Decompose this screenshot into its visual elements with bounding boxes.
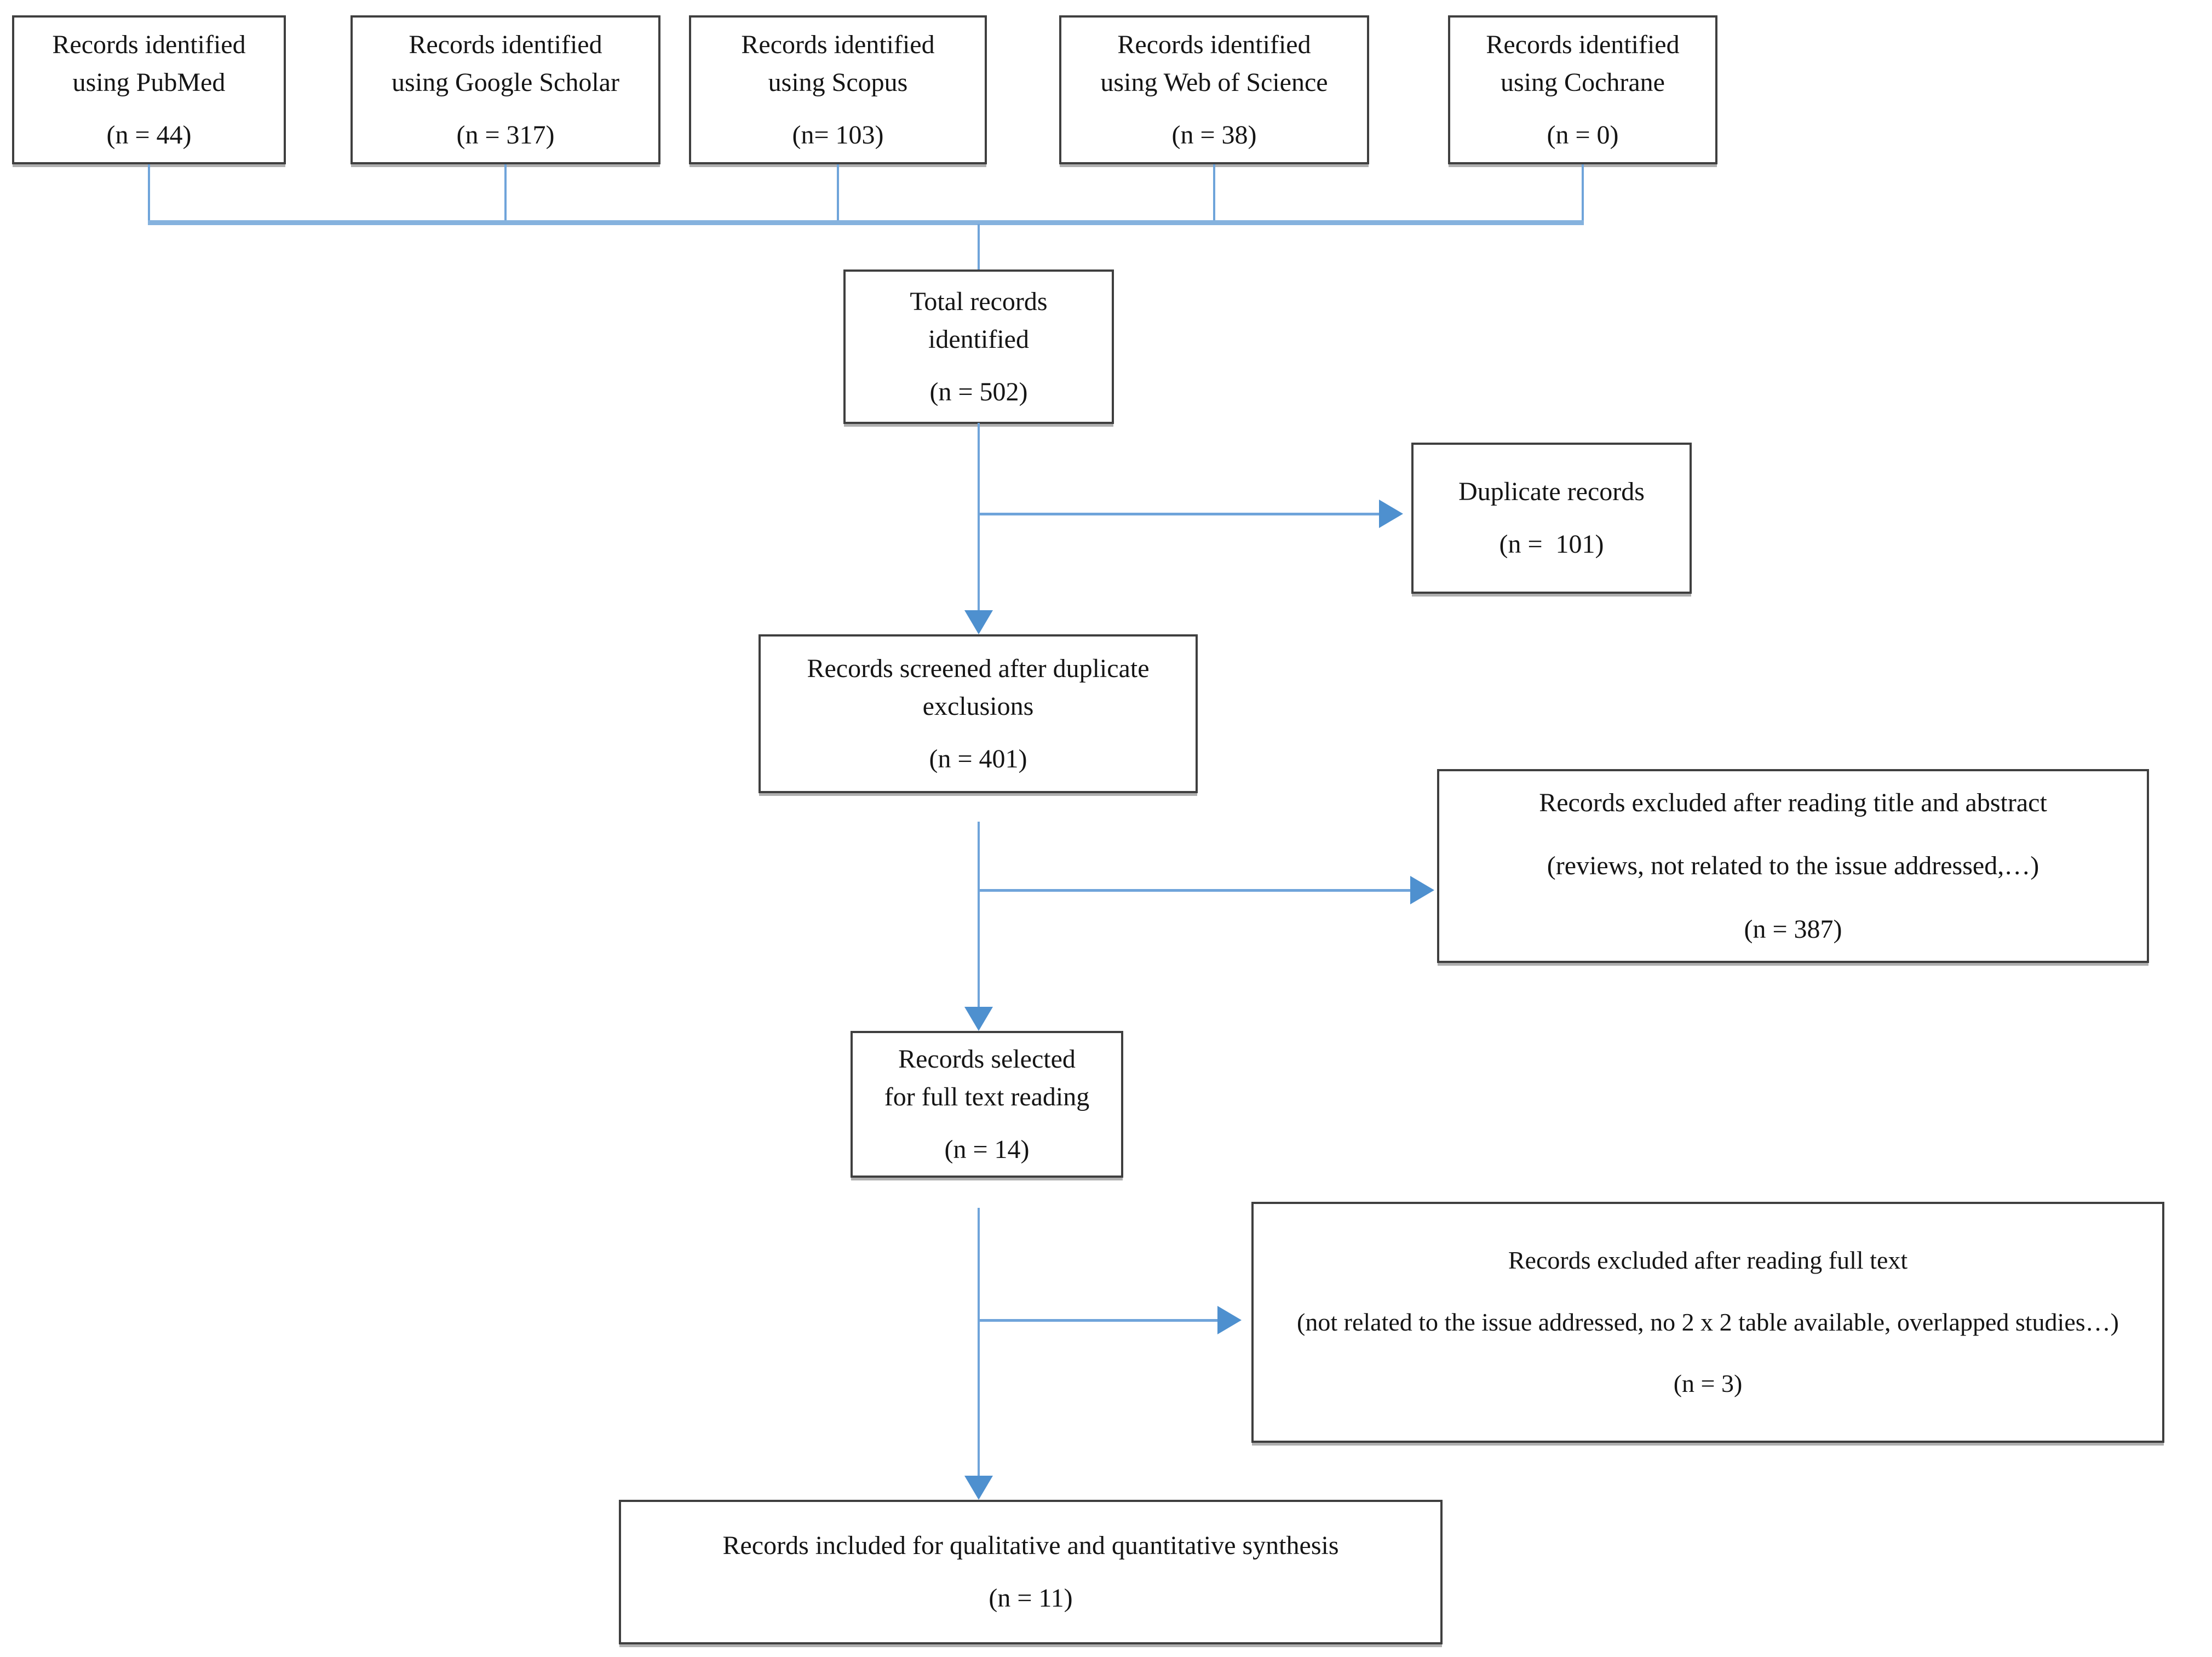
connector-screened-to-selected <box>978 822 980 1008</box>
node-records-cochrane: Records identified using Cochrane (n = 0… <box>1448 15 1717 164</box>
node-excluded-full-text: Records excluded after reading full text… <box>1251 1202 2164 1443</box>
connector-selected-to-included <box>978 1208 980 1477</box>
node-label: identified <box>928 325 1029 354</box>
node-label: Records selected <box>898 1044 1076 1074</box>
node-count: (n = 387) <box>1744 914 1842 944</box>
connector-branch-excluded-title <box>979 889 1411 892</box>
node-label: for full text reading <box>884 1082 1090 1112</box>
node-label: Records identified <box>52 30 246 59</box>
node-label: Records identified <box>741 30 935 59</box>
node-records-selected: Records selected for full text reading (… <box>851 1031 1123 1178</box>
arrowhead-into-excluded-full-text <box>1217 1306 1242 1334</box>
node-records-included: Records included for qualitative and qua… <box>619 1500 1443 1644</box>
node-label: Records excluded after reading full text <box>1508 1246 1908 1274</box>
node-count: (n = 101) <box>1499 530 1604 559</box>
arrowhead-into-included <box>964 1476 993 1500</box>
node-count: (n = 502) <box>929 377 1028 406</box>
node-excluded-title-abstract: Records excluded after reading title and… <box>1437 769 2149 963</box>
connector-trunk-to-total <box>978 224 980 271</box>
node-label: Records included for qualitative and qua… <box>722 1531 1339 1561</box>
connector-branch-duplicates <box>979 513 1380 515</box>
node-records-google-scholar: Records identified using Google Scholar … <box>351 15 660 164</box>
node-records-web-of-science: Records identified using Web of Science … <box>1059 15 1369 164</box>
arrowhead-into-screened <box>964 610 993 634</box>
arrowhead-into-selected <box>964 1007 993 1031</box>
node-label: Duplicate records <box>1458 477 1645 507</box>
node-label: using PubMed <box>72 68 226 98</box>
connector-branch-excluded-full-text <box>979 1319 1219 1322</box>
connector-wos-to-trunk <box>1213 164 1215 222</box>
arrowhead-into-duplicates <box>1379 500 1403 528</box>
node-reason: (reviews, not related to the issue addre… <box>1547 851 2039 881</box>
connector-scholar-to-trunk <box>504 164 507 222</box>
node-count: (n = 317) <box>456 120 555 150</box>
connector-merge-trunk <box>148 220 1584 225</box>
node-count: (n = 14) <box>944 1134 1030 1164</box>
node-count: (n = 38) <box>1171 120 1257 150</box>
node-total-records: Total records identified (n = 502) <box>843 270 1114 424</box>
node-count: (n = 401) <box>929 744 1027 773</box>
node-records-scopus: Records identified using Scopus (n= 103) <box>689 15 987 164</box>
node-label: using Cochrane <box>1501 68 1665 98</box>
connector-total-to-screened <box>978 423 980 615</box>
node-count: (n = 3) <box>1673 1369 1743 1398</box>
arrowhead-into-excluded-title <box>1410 876 1434 904</box>
node-count: (n= 103) <box>792 120 884 150</box>
node-duplicate-records: Duplicate records (n = 101) <box>1411 443 1692 594</box>
connector-pubmed-to-trunk <box>148 164 150 222</box>
node-records-screened: Records screened after duplicate exclusi… <box>759 634 1198 793</box>
node-count: (n = 0) <box>1547 120 1619 150</box>
node-label: Records excluded after reading title and… <box>1539 788 2047 817</box>
node-label: Records screened after duplicate exclusi… <box>807 653 1150 721</box>
node-label: using Web of Science <box>1100 68 1328 98</box>
node-label: Records identified <box>409 30 602 59</box>
node-label: Records identified <box>1486 30 1680 59</box>
node-count: (n = 11) <box>989 1584 1073 1613</box>
node-reason: (not related to the issue addressed, no … <box>1297 1308 2119 1336</box>
node-label: using Google Scholar <box>392 68 619 98</box>
node-label: using Scopus <box>768 68 908 98</box>
connector-scopus-to-trunk <box>837 164 839 222</box>
node-label: Total records <box>910 286 1048 316</box>
node-label: Records identified <box>1117 30 1311 59</box>
node-records-pubmed: Records identified using PubMed (n = 44) <box>12 15 286 164</box>
node-count: (n = 44) <box>106 120 192 150</box>
connector-cochrane-to-trunk <box>1582 164 1584 222</box>
